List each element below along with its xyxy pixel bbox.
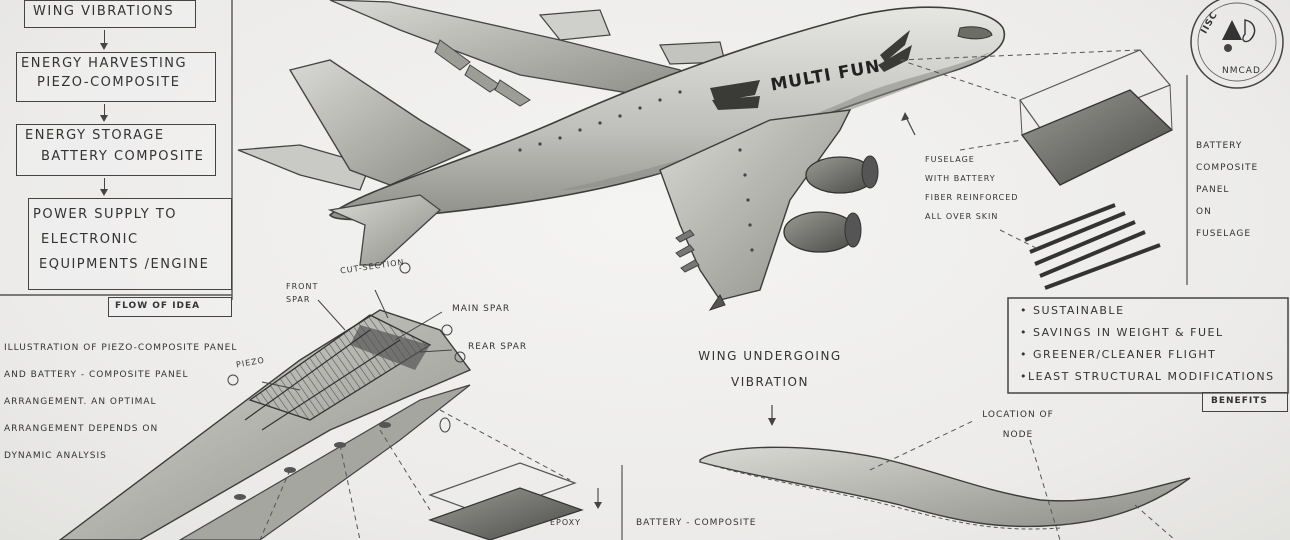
flow-step-label: Wing vibrations: [33, 4, 175, 19]
front-spar-label-line: spar: [286, 295, 311, 304]
benefits-list: • Sustainable • Savings in weight & fuel…: [1020, 300, 1275, 388]
upper-airplane: [329, 0, 726, 107]
rear-spar-label: Rear spar: [468, 342, 528, 352]
main-airplane: [237, 6, 1006, 311]
illustration-note-line: arrangement. An optimal: [4, 397, 157, 407]
battery-panel-sketch: [899, 49, 1188, 290]
flow-caption: Flow of idea: [115, 301, 201, 311]
battery-composite-label: Battery - composite: [636, 518, 757, 528]
benefits-caption-box: Benefits: [1202, 392, 1288, 412]
node-label-line: node: [1002, 430, 1034, 440]
front-spar-label: Front spar: [286, 280, 318, 306]
illustration-note-line: and battery - composite panel: [4, 370, 189, 380]
fuselage-note-line: fiber reinforced: [925, 193, 1019, 202]
logo-bottom-text: NMCAD: [1222, 66, 1261, 76]
illustration-note-line: arrangement depends on: [4, 424, 159, 434]
fuselage-note-line: Fuselage: [925, 155, 975, 164]
vibration-title: Wing undergoing vibration: [685, 343, 855, 395]
benefit-item: •Least structural modifications: [1020, 370, 1275, 383]
institute-logo: [1190, 0, 1284, 89]
flow-step-label: equipments /engine: [39, 257, 210, 272]
flow-step-label: Energy harvesting: [21, 56, 188, 71]
main-spar-label: Main spar: [452, 304, 511, 314]
flow-step-label: Power supply to: [33, 207, 178, 222]
vibration-title-line: vibration: [731, 375, 809, 389]
front-spar-label-line: Front: [286, 282, 319, 291]
flow-step-label: Battery composite: [41, 149, 205, 164]
battery-panel-note-line: fuselage: [1196, 229, 1252, 239]
flow-arrow: [100, 178, 108, 196]
flow-arrow: [100, 104, 108, 122]
vibration-title-line: Wing undergoing: [698, 349, 842, 363]
flow-step-label: Piezo-composite: [37, 75, 181, 90]
battery-panel-note-line: on: [1196, 207, 1212, 217]
vibrating-wing: [699, 405, 1191, 540]
benefit-item: • Greener/cleaner flight: [1020, 348, 1217, 361]
flow-step-label: Energy storage: [25, 128, 165, 143]
flow-step-label: electronic: [41, 232, 139, 247]
battery-panel-note-line: Battery: [1196, 141, 1243, 151]
node-label-line: Location of: [982, 410, 1054, 420]
flow-arrow: [100, 30, 108, 50]
battery-panel-note-line: panel: [1196, 185, 1230, 195]
battery-panel-note-line: composite: [1196, 163, 1259, 173]
benefits-box: [1007, 297, 1289, 394]
benefit-item: • Savings in weight & fuel: [1020, 326, 1224, 339]
node-label: Location of node: [968, 405, 1068, 445]
fuselage-note-line: with battery: [925, 174, 996, 183]
flow-step-power-supply: Power supply to electronic equipments /e…: [28, 198, 232, 290]
flow-caption-box: Flow of idea: [108, 297, 232, 317]
fuselage-note: Fuselage with battery fiber reinforced a…: [925, 150, 1018, 226]
epoxy-label: Epoxy: [550, 518, 582, 527]
flow-step-energy-harvesting: Energy harvesting Piezo-composite: [16, 52, 216, 102]
illustration-note: Illustration of piezo-composite panel an…: [4, 335, 237, 470]
benefits-caption: Benefits: [1211, 396, 1268, 406]
illustration-note-line: Illustration of piezo-composite panel: [4, 343, 238, 353]
illustration-note-line: dynamic analysis: [4, 451, 107, 461]
flow-step-energy-storage: Energy storage Battery composite: [16, 124, 216, 176]
wing-cutaway: [58, 262, 623, 540]
battery-panel-note: Battery composite panel on fuselage: [1196, 135, 1258, 245]
benefit-item: • Sustainable: [1020, 304, 1125, 317]
fuselage-note-line: all over skin: [925, 212, 999, 221]
flow-step-wing-vibrations: Wing vibrations: [24, 0, 196, 28]
